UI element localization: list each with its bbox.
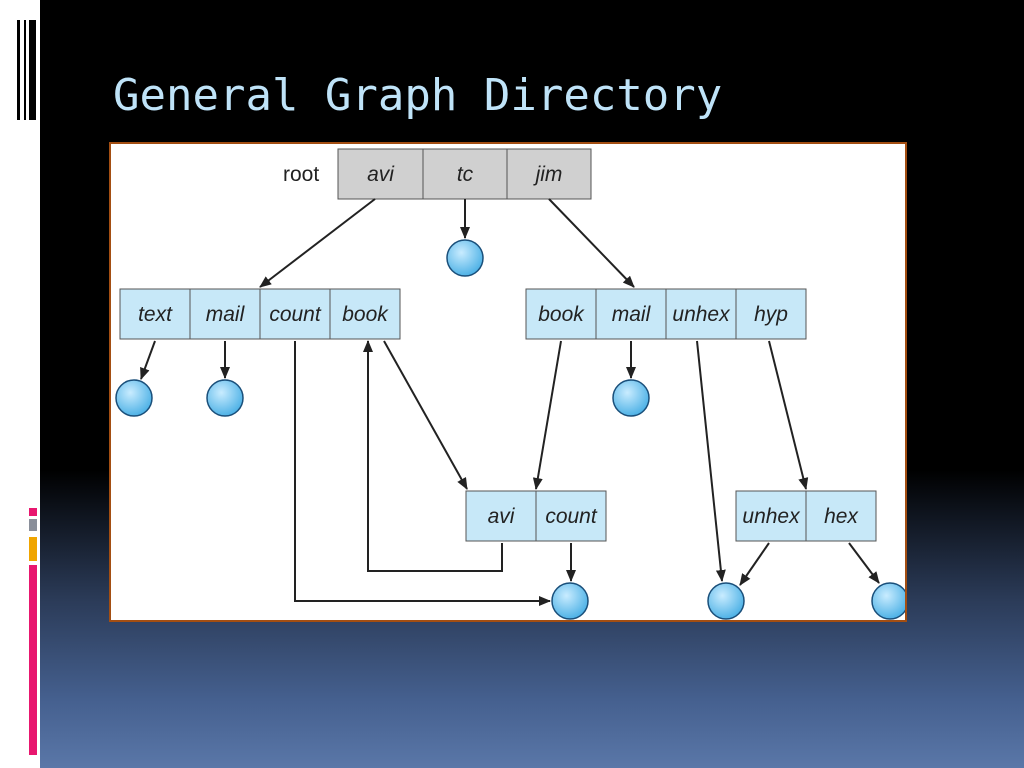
link-avi-book [383,340,468,490]
accent-pink-bar [29,565,37,755]
file-node-icon [612,379,650,417]
link-avi-count [294,341,551,606]
jim-directory: book mail unhex hyp [525,288,807,340]
link-shared-avi-cycle [363,340,503,572]
jim-entry-hyp: hyp [754,303,788,326]
hyp-entry-unhex: unhex [742,505,801,528]
avi-entry-mail: mail [206,303,246,326]
accent-gray [29,519,37,531]
link-root-jim [548,198,635,288]
accent-pink-top [29,508,37,516]
root-entry-tc: tc [457,163,474,186]
file-node-icon [115,379,153,417]
directory-graph-diagram: root avi tc jim text mail count book [115,148,905,620]
link-avi-text [140,340,156,380]
file-node-icon [206,379,244,417]
file-node-icon [707,582,745,620]
jim-entry-unhex: unhex [672,303,731,326]
root-entry-jim: jim [533,163,563,186]
file-node-icon [446,239,484,277]
left-decor-strip [0,0,40,768]
file-nodes [115,239,905,620]
shared-entry-count: count [545,505,598,528]
root-entry-avi: avi [367,163,395,186]
accent-orange [29,537,37,561]
link-hyp-unhex [739,542,770,586]
avi-entry-book: book [342,303,389,326]
link-jim-unhex [696,340,726,582]
hyp-directory: unhex hex [735,490,877,542]
root-label: root [283,163,319,186]
link-hyp-hex [848,542,880,584]
hyp-entry-hex: hex [824,505,859,528]
avi-entry-count: count [269,303,322,326]
jim-entry-mail: mail [612,303,652,326]
shared-entry-avi: avi [488,505,516,528]
link-jim-hyp [768,340,809,490]
link-root-avi [259,198,376,288]
shared-directory: avi count [465,490,607,542]
diagram-frame: root avi tc jim text mail count book [109,142,907,622]
avi-entry-text: text [138,303,173,326]
root-directory: avi tc jim [337,148,592,200]
decor-bars-icon [17,20,41,120]
slide-title: General Graph Directory [113,70,723,121]
file-node-icon [551,582,589,620]
link-jim-book [532,340,562,490]
avi-directory: text mail count book [119,288,401,340]
file-node-icon [871,582,905,620]
jim-entry-book: book [538,303,585,326]
directory-links [140,198,880,606]
